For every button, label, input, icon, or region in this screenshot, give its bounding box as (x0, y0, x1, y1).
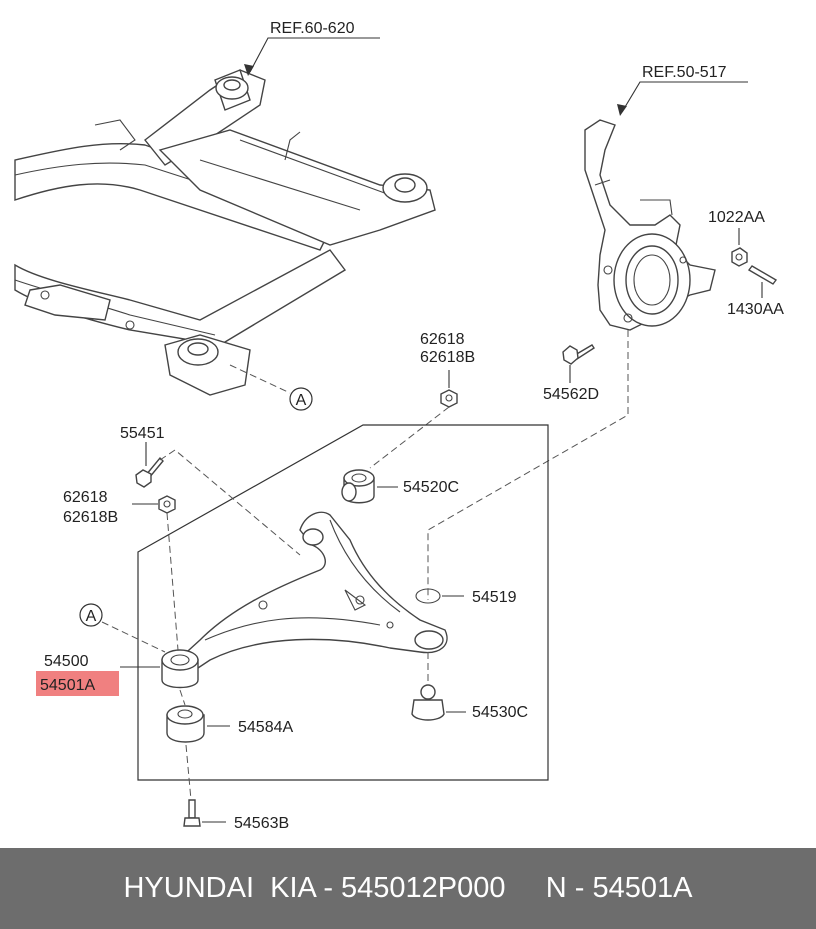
label-54500: 54500 (44, 653, 89, 670)
ring-54519: 54519 (415, 588, 517, 606)
label-54520c: 54520C (403, 479, 459, 496)
label-54562d: 54562D (543, 386, 599, 403)
ref-knuckle-label: REF.50-517 (642, 64, 727, 81)
subframe-drawing (14, 69, 436, 396)
part-number-footer: HYUNDAI KIA - 545012P000 N - 54501A (0, 848, 816, 929)
ref-subframe-label: REF.60-620 (270, 20, 355, 37)
bolt-54563b: 54563B (183, 744, 289, 832)
bushing-54584a: 54584A (166, 689, 293, 743)
knuckle-drawing (584, 119, 716, 331)
nut-62618-left: 62618 62618B (63, 489, 176, 526)
label-55451: 55451 (120, 425, 165, 442)
lower-control-arm (177, 511, 448, 671)
label-62618-left: 62618 (63, 489, 108, 506)
assembly-box (137, 424, 549, 781)
balljoint-54530c: 54530C (411, 652, 528, 721)
label-62618b-top: 62618B (420, 349, 475, 366)
label-54584a: 54584A (238, 719, 293, 736)
ref-knuckle: REF.50-517 (617, 64, 748, 116)
ref-subframe: REF.60-620 (244, 20, 380, 76)
callout-a-lower: A (79, 603, 103, 627)
highlight-54501a (36, 671, 119, 696)
label-54563b: 54563B (234, 815, 289, 832)
label-62618-top: 62618 (420, 331, 465, 348)
label-54501a: 54501A (40, 677, 95, 694)
label-54530c: 54530C (472, 704, 528, 721)
label-1022aa: 1022AA (708, 209, 765, 226)
callout-a-upper-label: A (296, 392, 307, 409)
label-54519: 54519 (472, 589, 517, 606)
bushing-54500 (161, 649, 199, 689)
bushing-54520c: 54520C (341, 469, 459, 504)
nut-1022aa: 1022AA (708, 209, 765, 267)
pin-1430aa: 1430AA (727, 265, 784, 318)
callout-a-lower-label: A (86, 608, 97, 625)
footer-text: HYUNDAI KIA - 545012P000 N - 54501A (123, 872, 693, 904)
bolt-55451: 55451 (120, 425, 165, 488)
parts-diagram: REF.60-620 REF.50-517 A 1022AA 1430AA 54… (14, 20, 784, 832)
label-62618b-left: 62618B (63, 509, 118, 526)
bolt-54562d: 54562D (543, 344, 599, 403)
callout-a-upper: A (289, 387, 313, 411)
nut-62618-top: 62618 62618B (420, 331, 475, 408)
label-1430aa: 1430AA (727, 301, 784, 318)
